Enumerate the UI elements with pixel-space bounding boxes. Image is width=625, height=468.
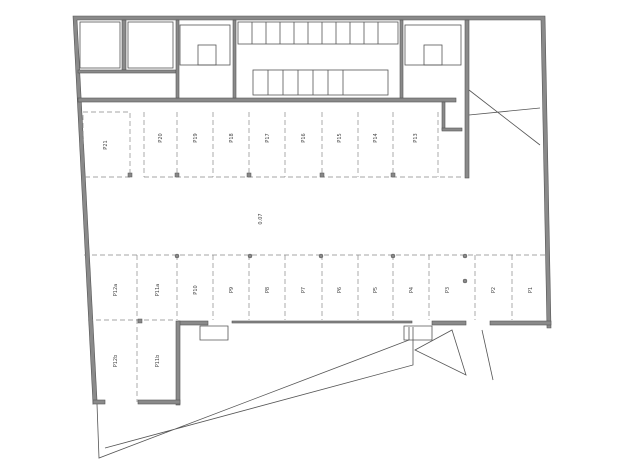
parking-label: P3 (445, 287, 451, 293)
parking-label: P14 (373, 133, 379, 142)
parking-label: P6 (337, 287, 343, 293)
parking-label: P12a (113, 284, 119, 296)
parking-label: P9 (229, 287, 235, 293)
parking-label: P4 (409, 287, 415, 293)
parking-label: P11b (155, 355, 161, 368)
parking-grid (82, 111, 548, 402)
parking-label: P21 (103, 140, 109, 149)
parking-label: P20 (158, 133, 164, 142)
parking-label: P5 (373, 287, 379, 293)
parking-label: P17 (265, 133, 271, 142)
parking-label: P8 (265, 287, 271, 293)
garage-label: 0.07 (258, 213, 264, 224)
parking-label: P16 (301, 133, 307, 142)
parking-label: P19 (193, 133, 199, 142)
parking-label: P10 (193, 285, 199, 294)
parking-label: P11a (155, 284, 161, 296)
parking-label: P2 (491, 287, 497, 293)
parking-label: P1 (528, 287, 534, 293)
storage-cells (79, 21, 462, 96)
parking-label: P13 (413, 133, 419, 142)
labels: 0.07 P21 P20 P19 P18 P17 P16 P15 P14 P13… (103, 133, 534, 367)
ramps-and-stairs (96, 89, 541, 459)
walls (72, 15, 552, 406)
parking-label: P12b (113, 355, 119, 368)
parking-label: P18 (229, 133, 235, 142)
parking-label: P15 (337, 133, 343, 142)
parking-label: P7 (301, 287, 307, 293)
